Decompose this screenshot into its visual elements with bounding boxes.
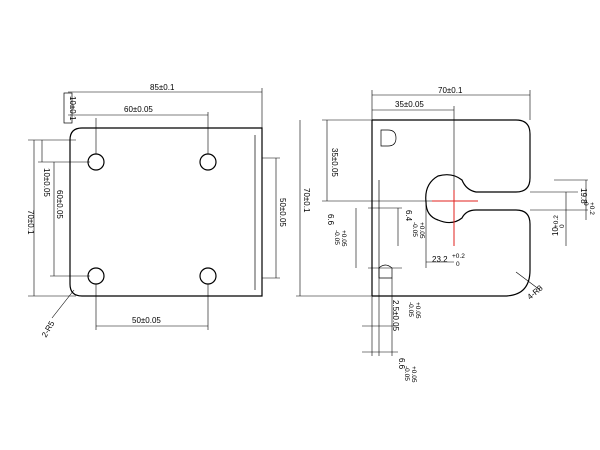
dim-lip-a: 6.4 — [404, 210, 413, 222]
left-hole-bottom-left — [87, 267, 105, 285]
dim-thickness: 2.5±0.05 — [391, 300, 400, 332]
dim-right-upper-height: 35±0.05 — [330, 148, 339, 177]
dim-lip-b: 6.6 — [326, 214, 335, 226]
dim-corner-radius: 2-R5 — [40, 319, 57, 339]
dim-total-width: 85±0.1 — [150, 83, 175, 92]
dim-slot-height-b: 19.8 — [579, 188, 588, 204]
dim-vertical-hole-spacing: 60±0.05 — [55, 190, 64, 219]
leader-2-r5 — [51, 289, 75, 319]
dim-slot-height-a-tol-upper: +0.2 — [553, 215, 560, 228]
dim-slot-height-a-tol-lower: 0 — [559, 224, 566, 228]
dim-top-offset: 10±0.1 — [68, 96, 77, 121]
dim-hole-spacing-top: 60±0.05 — [124, 105, 153, 114]
left-view: 85±0.1 60±0.05 10±0.1 70±0.1 10±0.05 60±… — [26, 83, 287, 339]
dim-right-top-offset: 35±0.05 — [395, 100, 424, 109]
dim-hole-spacing-bottom: 50±0.05 — [132, 316, 161, 325]
dim-slot-height-b-tol-lower: 0 — [582, 202, 589, 206]
dim-thickness-tol-lower: -0.05 — [407, 302, 414, 317]
left-hole-top-left — [87, 153, 105, 171]
dim-lip-c-tol-upper: +0.05 — [410, 366, 417, 383]
left-hole-bottom-right — [199, 267, 217, 285]
dim-left-offset: 10±0.05 — [42, 168, 51, 197]
dim-box-10-top — [63, 92, 73, 124]
dim-slot-width: 23.2 — [432, 255, 448, 264]
left-hole-top-right — [199, 153, 217, 171]
dim-lip-b-tol-upper: +0.05 — [340, 230, 347, 247]
dim-lip-b-tol-lower: -0.05 — [333, 230, 340, 245]
dim-right-width: 70±0.1 — [438, 86, 463, 95]
dim-slot-height-a: 10 — [551, 227, 560, 236]
dim-lip-a-tol-lower: -0.05 — [411, 222, 418, 237]
left-plate-outline — [69, 127, 263, 297]
leader-4-r8 — [515, 271, 541, 291]
dim-thickness-tol-upper: +0.05 — [414, 302, 421, 319]
dim-lip-c-tol-lower: -0.05 — [403, 366, 410, 381]
dim-right-height: 70±0.1 — [302, 188, 311, 213]
dim-height: 70±0.1 — [26, 210, 35, 235]
right-d-mark-icon — [380, 129, 397, 147]
dim-lip-c: 6.6 — [397, 358, 406, 370]
dim-lip-a-tol-upper: +0.05 — [418, 222, 425, 239]
dim-slot-width-tol-upper: +0.2 — [452, 253, 465, 260]
dim-right-vertical: 50±0.05 — [278, 198, 287, 227]
right-view: 70±0.1 35±0.05 35±0.05 70±0.1 23.2 +0.2 … — [296, 86, 595, 383]
dim-slot-height-b-tol-upper: +0.2 — [588, 202, 595, 215]
right-bottom-tab — [378, 264, 393, 279]
dim-right-corner-radius: 4-R8 — [526, 283, 545, 301]
dim-slot-width-tol-lower: 0 — [456, 261, 460, 268]
